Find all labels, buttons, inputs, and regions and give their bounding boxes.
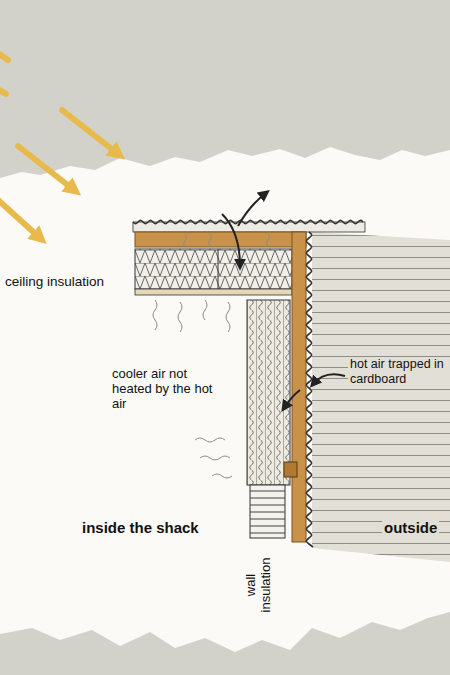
heat-squiggle <box>200 456 230 460</box>
heat-squiggle <box>178 302 182 332</box>
note-label: hot air trapped in cardboard <box>348 357 450 387</box>
sun-rays <box>0 52 118 238</box>
region-label: inside the shack <box>82 519 199 537</box>
roof-sheet <box>133 222 365 232</box>
roof-beam <box>135 232 306 247</box>
region-label: outside <box>382 519 439 537</box>
ceiling-joint <box>218 249 219 289</box>
ceiling-insulation <box>135 249 292 289</box>
reflected-heat-arrow <box>238 193 266 226</box>
siding-wall <box>312 232 450 562</box>
trapped-heat-arrow <box>284 390 300 408</box>
trapped-heat-arrow <box>313 374 345 384</box>
wall-corrugation <box>306 232 313 547</box>
heat-squiggle <box>153 300 157 330</box>
incoming-heat-arrow <box>222 214 240 266</box>
heat-squiggle <box>195 438 225 442</box>
sun-ray <box>62 110 118 154</box>
part-label: wall insulation <box>243 545 273 625</box>
ceiling-board <box>135 289 292 295</box>
ceiling-cardboard <box>135 249 292 289</box>
heat-squiggle <box>212 474 232 478</box>
heat-squiggle <box>203 300 207 320</box>
paper-ground <box>0 147 450 652</box>
wall-post <box>292 232 306 542</box>
siding-lines <box>312 232 450 562</box>
heat-squiggle <box>209 234 212 246</box>
wall-insulation-lower <box>250 485 285 538</box>
wall-insulation <box>247 300 290 485</box>
heat-squiggle <box>226 302 230 332</box>
wall-cardboard <box>247 300 290 485</box>
part-label: ceiling insulation <box>5 274 104 290</box>
sun-ray <box>0 200 40 238</box>
sun-ray <box>18 146 74 190</box>
heat-squiggle <box>267 234 270 246</box>
heat-arrows <box>222 193 345 408</box>
sun-ray <box>0 52 8 60</box>
wood-block <box>284 462 297 477</box>
roof-corrugation <box>133 220 363 223</box>
sun-ray <box>0 88 6 94</box>
heat-squiggles <box>153 234 270 478</box>
heat-squiggle <box>184 235 187 247</box>
note-label: cooler air not heated by the hot air <box>112 366 220 411</box>
wall-insulation-rungs <box>250 485 285 538</box>
